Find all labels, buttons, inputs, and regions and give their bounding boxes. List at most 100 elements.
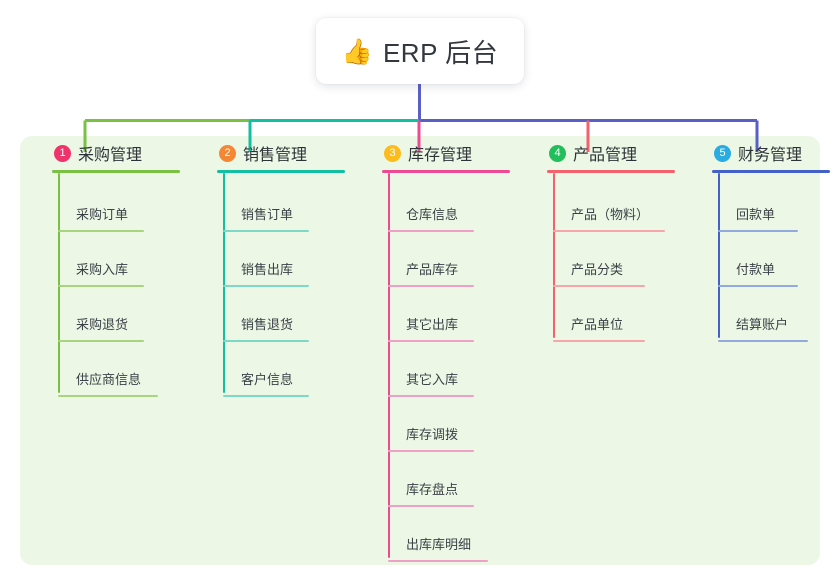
branch-item-label: 供应商信息 — [76, 372, 142, 387]
branch-item[interactable]: 库存盘点 — [388, 452, 528, 507]
branch-number-badge: 5 — [714, 144, 731, 162]
branch-item-rule — [58, 230, 144, 232]
branch-item-rule — [58, 340, 144, 342]
branch-column-3[interactable]: 3 库存管理仓库信息产品库存其它出库其它入库库存调拨库存盘点出库库明细 — [368, 136, 528, 562]
branch-item-rule — [388, 450, 474, 452]
branch-item-rule — [388, 395, 474, 397]
branch-item-rule — [718, 285, 798, 287]
branch-item-rule — [223, 230, 309, 232]
branch-item[interactable]: 销售退货 — [223, 287, 363, 342]
branch-item-list: 采购订单采购入库采购退货供应商信息 — [58, 173, 198, 397]
branch-item[interactable]: 客户信息 — [223, 342, 363, 397]
branch-spine — [718, 173, 720, 338]
branch-item-label: 客户信息 — [241, 372, 294, 387]
branches-panel — [20, 136, 820, 565]
branch-item-rule — [58, 285, 144, 287]
branch-item-rule — [553, 340, 645, 342]
branch-header-1[interactable]: 1 采购管理 — [38, 136, 198, 170]
branch-item-label: 产品分类 — [571, 262, 624, 277]
branch-item-rule — [388, 340, 474, 342]
branch-number-badge: 1 — [54, 144, 71, 162]
branch-item-rule — [553, 230, 665, 232]
branch-item-rule — [223, 285, 309, 287]
branch-header-5[interactable]: 5 财务管理 — [698, 136, 839, 170]
branch-column-1[interactable]: 1 采购管理采购订单采购入库采购退货供应商信息 — [38, 136, 198, 397]
branch-item-rule — [718, 340, 808, 342]
branch-number-badge: 4 — [549, 144, 566, 162]
branch-item-rule — [718, 230, 798, 232]
branch-item-rule — [58, 395, 158, 397]
branch-item-rule — [223, 340, 309, 342]
branch-column-4[interactable]: 4 产品管理产品（物料） 产品分类产品单位 — [533, 136, 693, 342]
branch-spine — [553, 173, 555, 338]
branch-item[interactable]: 产品分类 — [553, 232, 693, 287]
branch-item-label: 库存盘点 — [406, 482, 459, 497]
branch-spine — [223, 173, 225, 393]
branch-header-rule — [382, 170, 510, 173]
branch-item[interactable]: 销售订单 — [223, 177, 363, 232]
branch-item-list: 销售订单销售出库销售退货客户信息 — [223, 173, 363, 397]
branch-header-rule — [52, 170, 180, 173]
branch-item-list: 产品（物料） 产品分类产品单位 — [553, 173, 693, 342]
branch-item-label: 其它入库 — [406, 372, 459, 387]
branch-item-list: 仓库信息产品库存其它出库其它入库库存调拨库存盘点出库库明细 — [388, 173, 528, 562]
branch-item-label: 采购退货 — [76, 317, 129, 332]
thumbs-up-icon: 👍 — [341, 36, 373, 66]
branch-header-rule — [217, 170, 345, 173]
branch-item[interactable]: 采购入库 — [58, 232, 198, 287]
branch-item-rule — [388, 285, 474, 287]
root-node-title: ERP 后台 — [382, 37, 499, 68]
branch-item-label: 产品库存 — [406, 262, 459, 277]
branch-column-5[interactable]: 5 财务管理回款单付款单结算账户 — [698, 136, 839, 342]
branch-item[interactable]: 结算账户 — [718, 287, 839, 342]
branch-item[interactable]: 采购订单 — [58, 177, 198, 232]
branch-item[interactable]: 库存调拨 — [388, 397, 528, 452]
branch-number-badge: 3 — [384, 144, 401, 162]
branch-item-label: 销售退货 — [241, 317, 294, 332]
branch-item-label: 出库库明细 — [406, 537, 472, 552]
branch-item-label: 产品（物料） — [571, 207, 650, 222]
branch-item[interactable]: 供应商信息 — [58, 342, 198, 397]
branch-item-rule — [553, 285, 645, 287]
branch-item[interactable]: 其它出库 — [388, 287, 528, 342]
branch-header-3[interactable]: 3 库存管理 — [368, 136, 528, 170]
branch-item-list: 回款单付款单结算账户 — [718, 173, 839, 342]
branch-item[interactable]: 付款单 — [718, 232, 839, 287]
branch-item[interactable]: 产品（物料） — [553, 177, 693, 232]
branch-item[interactable]: 采购退货 — [58, 287, 198, 342]
branch-item[interactable]: 仓库信息 — [388, 177, 528, 232]
branch-item[interactable]: 产品单位 — [553, 287, 693, 342]
branch-item-label: 产品单位 — [571, 317, 624, 332]
branch-item[interactable]: 出库库明细 — [388, 507, 528, 562]
branch-item[interactable]: 产品库存 — [388, 232, 528, 287]
branch-item-label: 仓库信息 — [406, 207, 459, 222]
branch-item-label: 采购入库 — [76, 262, 129, 277]
branch-spine — [58, 173, 60, 393]
root-node-card[interactable]: 👍 ERP 后台 — [316, 18, 524, 84]
branch-item[interactable]: 其它入库 — [388, 342, 528, 397]
branch-number-badge: 2 — [219, 144, 236, 162]
branch-item-label: 付款单 — [736, 262, 776, 277]
branch-item-rule — [388, 505, 474, 507]
branch-item-label: 销售出库 — [241, 262, 294, 277]
branch-title: 财务管理 — [738, 147, 803, 164]
root-node-content: 👍 ERP 后台 — [342, 33, 498, 70]
branch-title: 产品管理 — [573, 147, 638, 164]
branch-item-label: 其它出库 — [406, 317, 459, 332]
branch-item-label: 采购订单 — [76, 207, 129, 222]
branch-item-rule — [388, 560, 488, 562]
branch-title: 库存管理 — [408, 147, 473, 164]
branch-item[interactable]: 销售出库 — [223, 232, 363, 287]
branch-header-4[interactable]: 4 产品管理 — [533, 136, 693, 170]
branch-spine — [388, 173, 390, 558]
branch-item-rule — [388, 230, 474, 232]
branch-title: 采购管理 — [78, 147, 143, 164]
branch-item[interactable]: 回款单 — [718, 177, 839, 232]
branch-item-label: 销售订单 — [241, 207, 294, 222]
branch-header-rule — [547, 170, 675, 173]
branch-item-label: 回款单 — [736, 207, 776, 222]
